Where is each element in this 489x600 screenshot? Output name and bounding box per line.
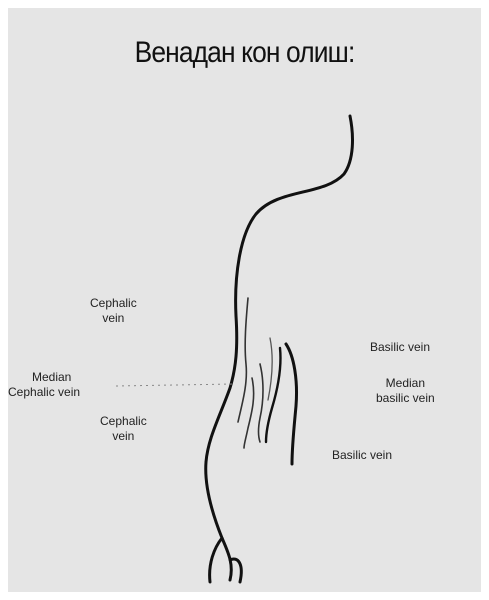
basilic-vein-line: [266, 348, 281, 442]
label-cephalic-vein-upper: Cephalic vein: [90, 296, 137, 326]
cephalic-vein-line: [238, 298, 248, 422]
slide: Венадан кон олиш: Cephalic vein Median C…: [8, 8, 481, 592]
median-vein-line: [268, 338, 272, 400]
label-cephalic-vein-lower: Cephalic vein: [100, 414, 147, 444]
label-basilic-vein-upper: Basilic vein: [370, 340, 430, 355]
pointer-line: [116, 384, 234, 386]
median-basilic-vein-line: [259, 364, 264, 442]
label-median-cephalic-vein: Median Cephalic vein: [8, 370, 80, 400]
hand-outline: [222, 538, 241, 582]
arm-outline-right: [286, 344, 297, 464]
arm-illustration: [8, 8, 481, 592]
label-median-basilic-vein: Median basilic vein: [376, 376, 435, 406]
label-basilic-vein-lower: Basilic vein: [332, 448, 392, 463]
